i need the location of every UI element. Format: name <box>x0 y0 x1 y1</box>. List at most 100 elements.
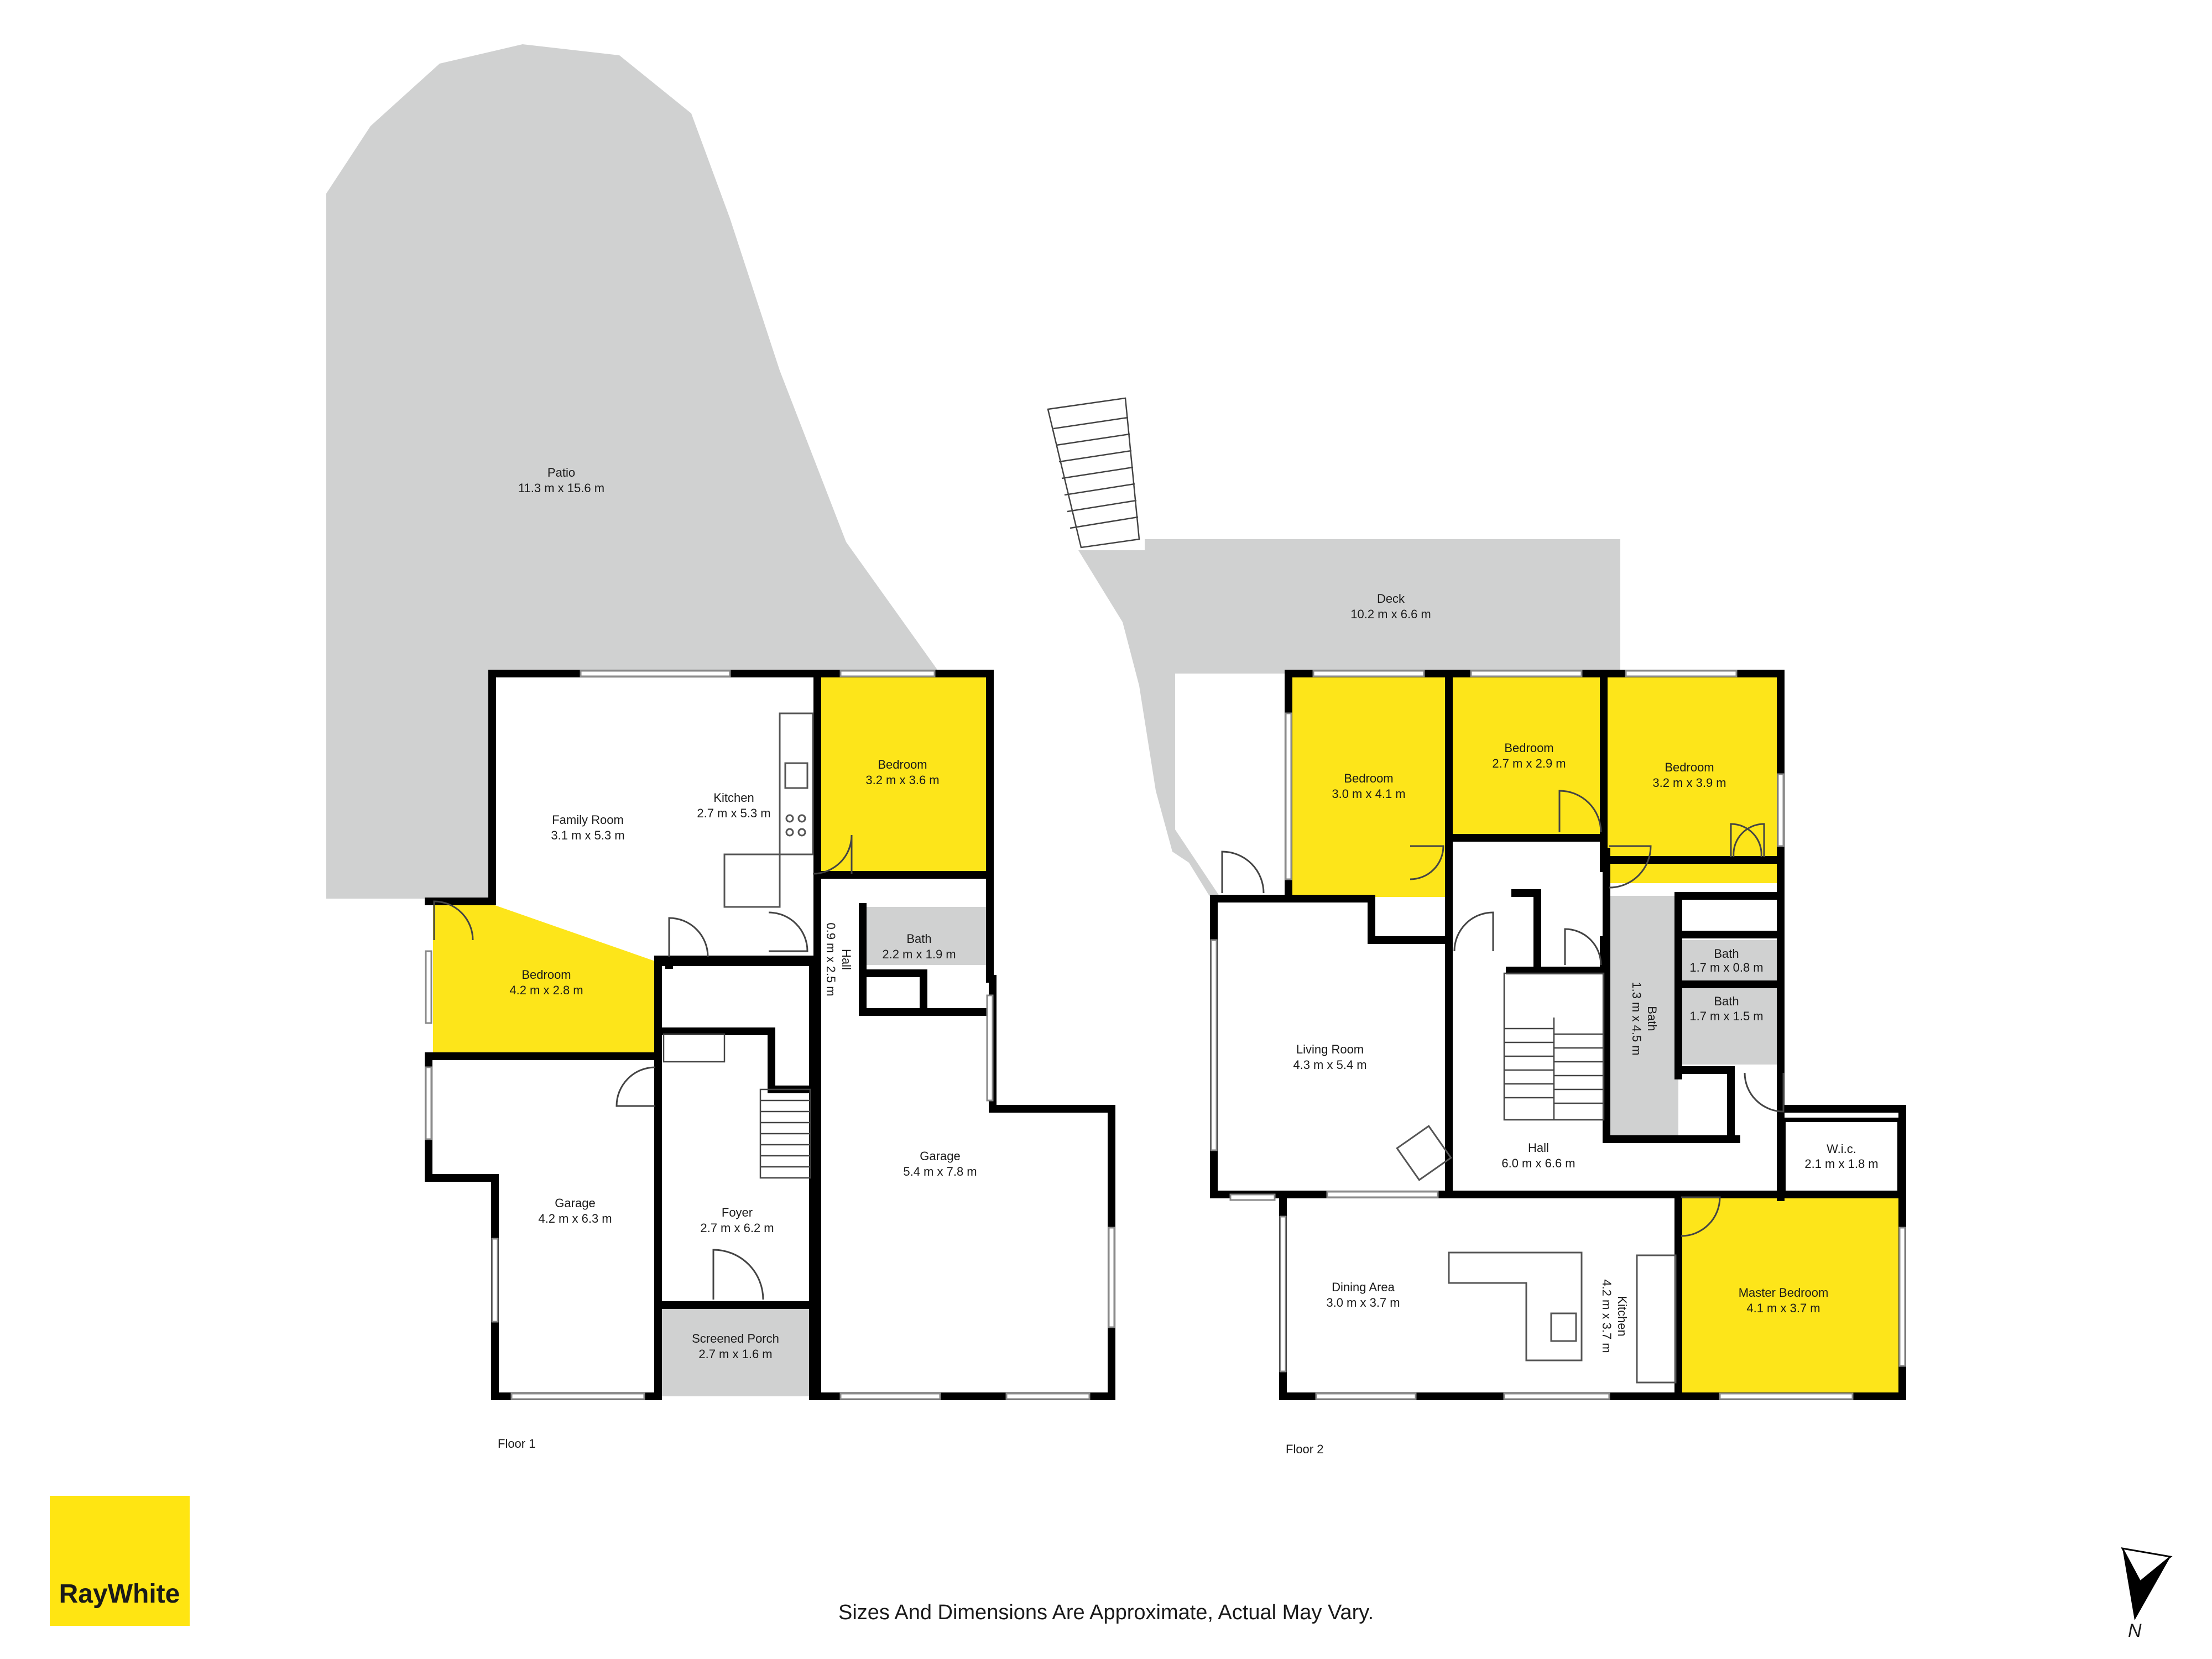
bedroom-f1b-dims: 4.2 m x 2.8 m <box>509 983 583 997</box>
door-swing-f2-6 <box>1733 823 1765 858</box>
patio-name: Patio <box>547 466 575 479</box>
wic-dims: 2.1 m x 1.8 m <box>1804 1157 1878 1171</box>
window-f1-7 <box>839 1392 941 1400</box>
window-f1-6 <box>510 1392 645 1400</box>
window-f2-6 <box>1315 1392 1417 1400</box>
cooktop-icon-4 <box>797 828 806 837</box>
deck-name: Deck <box>1377 592 1405 606</box>
bath-f2-tub-name: Bath <box>1714 994 1739 1008</box>
bedroom-f1b-name: Bedroom <box>521 968 571 982</box>
north-arrow-icon: N <box>2121 1547 2173 1641</box>
bath-f2-small-name: Bath <box>1714 947 1739 961</box>
door-swing-f2-5 <box>1730 823 1762 858</box>
cooktop-icon <box>785 814 794 823</box>
north-label: N <box>2128 1620 2142 1641</box>
disclaimer-text: Sizes And Dimensions Are Approximate, Ac… <box>838 1601 1374 1624</box>
master-bedroom-name: Master Bedroom <box>1739 1286 1829 1300</box>
door-swing-f2-7 <box>1453 911 1494 952</box>
deck-stairs <box>1047 397 1140 549</box>
bedroom-f2b-fill <box>1452 676 1604 836</box>
bedroom-f1a-fill <box>817 676 990 875</box>
stairs-f1 <box>662 1033 811 1179</box>
door-swing-f1-5 <box>615 1066 656 1107</box>
bath-f1-fill <box>865 907 987 965</box>
kitchen-f1-dims: 2.7 m x 5.3 m <box>697 806 770 820</box>
patio-area <box>326 44 940 899</box>
screened-porch-name: Screened Porch <box>692 1332 779 1345</box>
floor1-label: Floor 1 <box>498 1437 535 1451</box>
room-labels: Patio 11.3 m x 15.6 m Family Room 3.1 m … <box>509 466 1878 1361</box>
bedroom-f2a-name: Bedroom <box>1344 771 1393 785</box>
door-swing-f2-10 <box>1681 1196 1721 1237</box>
deck-dims: 10.2 m x 6.6 m <box>1350 607 1431 621</box>
cooktop-icon-3 <box>785 828 794 837</box>
hall-f2-dims: 6.0 m x 6.6 m <box>1501 1156 1575 1170</box>
dining-area-dims: 3.0 m x 3.7 m <box>1326 1296 1400 1310</box>
door-swing-f1-1 <box>433 900 474 941</box>
master-bedroom-fill <box>1678 1194 1900 1394</box>
bath-f2-long-dims: 1.3 m x 4.5 m <box>1630 982 1644 1055</box>
cooktop-icon-2 <box>797 814 806 823</box>
window-f2-3 <box>1625 670 1738 677</box>
bath-f2-long-name: Bath <box>1645 1006 1659 1031</box>
foyer-name: Foyer <box>722 1206 753 1219</box>
kitchen-island <box>1448 1251 1583 1361</box>
garage-right-dims: 5.4 m x 7.8 m <box>903 1165 977 1178</box>
foyer-dims: 2.7 m x 6.2 m <box>700 1221 774 1235</box>
door-swing-f2-3 <box>1558 790 1602 833</box>
sink-icon <box>784 762 808 789</box>
window-f1-8 <box>1005 1392 1091 1400</box>
door-swing-f2-4 <box>1609 845 1652 889</box>
wic-name: W.i.c. <box>1827 1142 1856 1156</box>
wic-walls <box>1781 1118 1902 1197</box>
bedroom-f1a-dims: 3.2 m x 3.6 m <box>865 773 939 787</box>
door-swing-f1-2 <box>812 834 853 875</box>
window-f1-10 <box>986 994 994 1102</box>
window-f2-9 <box>1898 1227 1906 1367</box>
door-swing-f2-9 <box>1744 1072 1785 1113</box>
kitchen-f2-counter <box>1636 1254 1677 1384</box>
fireplace-icon <box>1396 1125 1452 1181</box>
stairs-f2 <box>1503 972 1605 1121</box>
door-swing-f1-4 <box>768 911 808 952</box>
door-swing-f1-3 <box>668 917 709 957</box>
screened-porch-fill <box>661 1305 810 1396</box>
door-swing-f2-8 <box>1564 928 1602 966</box>
garage-right-name: Garage <box>920 1149 960 1163</box>
window-f2-11 <box>1285 712 1292 880</box>
window-f2-4 <box>1210 939 1218 1151</box>
bath-f2-tub-fill <box>1681 984 1778 1065</box>
bedroom-f2c-dims: 3.2 m x 3.9 m <box>1652 776 1726 790</box>
kitchen-f2-sink-icon <box>1550 1312 1577 1342</box>
window-f1-4 <box>425 1066 432 1140</box>
floor2-interior-walls <box>1279 670 1906 1400</box>
living-room-name: Living Room <box>1296 1042 1364 1056</box>
window-f2-7 <box>1503 1392 1610 1400</box>
door-swing-f2-1 <box>1221 851 1265 894</box>
bedroom-f2b-name: Bedroom <box>1504 741 1553 755</box>
bath-f2-long-fill <box>1609 896 1678 1139</box>
hall-f1-name: Hall <box>839 949 853 970</box>
bedroom-f2a-fill <box>1288 676 1449 897</box>
window-f2-8 <box>1719 1392 1854 1400</box>
brand-name: RayWhite <box>59 1579 180 1609</box>
bath-f1-dims: 2.2 m x 1.9 m <box>882 947 956 961</box>
window-f2-12 <box>1229 1193 1276 1201</box>
window-f2-1 <box>1312 670 1425 677</box>
window-f1-5 <box>491 1238 499 1323</box>
bedroom-f1a-name: Bedroom <box>878 758 927 771</box>
screened-porch-dims: 2.7 m x 1.6 m <box>698 1347 772 1361</box>
patio-dims: 11.3 m x 15.6 m <box>518 481 604 495</box>
bedroom-f2b-dims: 2.7 m x 2.9 m <box>1492 757 1566 770</box>
master-bedroom-dims: 4.1 m x 3.7 m <box>1746 1301 1820 1315</box>
window-f2-5 <box>1279 1215 1287 1373</box>
raywhite-logo: RayWhite <box>50 1496 190 1626</box>
door-swing-f2-2 <box>1410 845 1444 880</box>
bedroom-f2c-fill <box>1606 676 1778 883</box>
window-f2-10 <box>1777 773 1785 847</box>
window-f2-13 <box>1326 1191 1439 1198</box>
bath-f1-name: Bath <box>906 932 931 946</box>
window-f1-2 <box>839 670 936 677</box>
kitchen-f1-name: Kitchen <box>713 791 754 805</box>
